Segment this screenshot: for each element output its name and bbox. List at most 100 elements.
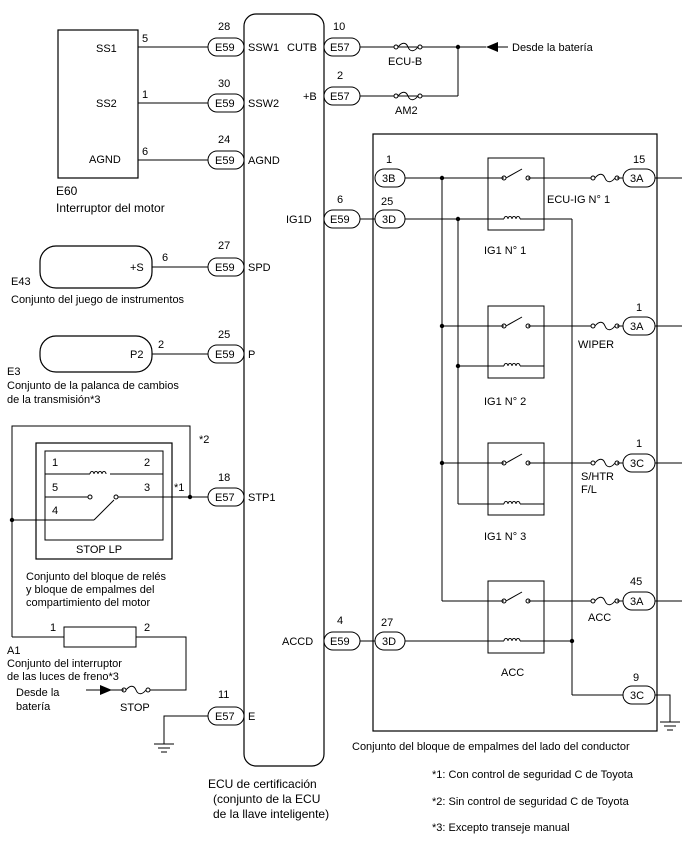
ecu-pin-agnd: 24 E59 AGND [207, 134, 280, 170]
e60-box [57, 29, 139, 179]
jb-conn-3a-1: 1 3A [622, 302, 656, 336]
ecu-pin-stp1: 18 E57 STP1 [207, 472, 276, 507]
fuse-acc: ACC [588, 612, 611, 624]
svg-text:3C: 3C [630, 458, 644, 470]
svg-text:E59: E59 [215, 349, 235, 361]
svg-text:1: 1 [636, 302, 642, 314]
svg-text:25: 25 [218, 329, 230, 341]
svg-text:E57: E57 [215, 492, 235, 504]
e60-pin-ss2: SS2 [96, 98, 117, 110]
svg-text:AGND: AGND [248, 155, 280, 167]
a1-pin-2: 2 [144, 622, 150, 634]
svg-text:CUTB: CUTB [287, 42, 317, 54]
e43-pin: +S [130, 262, 144, 274]
svg-text:3D: 3D [382, 636, 396, 648]
e60-pinnum-6: 6 [142, 146, 148, 158]
e60-pinnum-5: 5 [142, 33, 148, 45]
note-2: *2: Sin control de seguridad C de Toyota [432, 796, 630, 808]
svg-text:27: 27 [218, 240, 230, 252]
a1-box [63, 626, 137, 648]
svg-text:1: 1 [386, 154, 392, 166]
a1-pin-1: 1 [50, 622, 56, 634]
svg-text:E59: E59 [330, 214, 350, 226]
ecu-label-2: (conjunto de la ECU [213, 792, 320, 806]
svg-text:E57: E57 [330, 91, 350, 103]
svg-text:1: 1 [636, 438, 642, 450]
battery-arrow [486, 42, 498, 52]
svg-text:E59: E59 [215, 98, 235, 110]
ecu-pin-cutb: 10 E57 CUTB [287, 21, 361, 57]
jb-conn-3a-45: 45 3A [622, 576, 656, 611]
e3-pin-num: 2 [158, 339, 164, 351]
e60-pin-agnd: AGND [89, 154, 121, 166]
svg-text:10: 10 [333, 21, 345, 33]
svg-text:IG1D: IG1D [286, 214, 312, 226]
stop-lp-pin-5: 5 [52, 482, 58, 494]
ecu-body [243, 13, 325, 767]
e3-code: E3 [7, 366, 20, 378]
e43-name: Conjunto del juego de instrumentos [11, 294, 185, 306]
relay-ig1-2-label: IG1 N° 2 [484, 396, 526, 408]
svg-text:E57: E57 [215, 711, 235, 723]
svg-text:3A: 3A [630, 321, 644, 333]
fuse-ecu-ig: ECU-IG N° 1 [547, 194, 610, 206]
relay-acc [487, 580, 545, 654]
svg-text:E: E [248, 711, 255, 723]
stop-lp-pin-2: 2 [144, 457, 150, 469]
stop-lp-pin-1: 1 [52, 457, 58, 469]
relay-ig1-3-label: IG1 N° 3 [484, 531, 526, 543]
ecu-label-1: ECU de certificación [208, 777, 317, 791]
ecu-pin-ssw2: 30 E59 SSW2 [207, 78, 279, 113]
ecu-pin-accd: 4 E59 ACCD [282, 615, 361, 651]
relay-ig1-1-label: IG1 N° 1 [484, 245, 526, 257]
e60-pinnum-1: 1 [142, 89, 148, 101]
stop-lp-assembly-3: compartimiento del motor [26, 597, 150, 609]
stop-lp-assembly-1: Conjunto del bloque de relés [26, 571, 167, 583]
a1-name-1: Conjunto del interruptor [7, 658, 122, 670]
svg-text:3D: 3D [382, 214, 396, 226]
svg-text:3A: 3A [630, 596, 644, 608]
svg-text:6: 6 [337, 194, 343, 206]
svg-text:P: P [248, 349, 255, 361]
stop-lp-assembly-2: y bloque de empalmes del [26, 584, 154, 596]
svg-text:3B: 3B [382, 173, 395, 185]
stop-lp-pin-3: 3 [144, 482, 150, 494]
fuse-ecu-b: ECU-B [388, 56, 422, 68]
e43-pin-num: 6 [162, 252, 168, 264]
svg-text:SSW2: SSW2 [248, 98, 279, 110]
ecu-pin-ig1d: 6 E59 IG1D [286, 194, 361, 229]
svg-text:25: 25 [381, 196, 393, 208]
e60-name: Interruptor del motor [56, 201, 165, 215]
junction-block-name: Conjunto del bloque de empalmes del lado… [352, 741, 630, 753]
svg-text:45: 45 [630, 576, 642, 588]
note-3: *3: Excepto transeje manual [432, 822, 570, 834]
svg-text:27: 27 [381, 617, 393, 629]
e60-code: E60 [56, 184, 78, 198]
svg-text:9: 9 [633, 672, 639, 684]
svg-text:E59: E59 [215, 262, 235, 274]
svg-text:28: 28 [218, 21, 230, 33]
svg-text:2: 2 [337, 70, 343, 82]
svg-text:SPD: SPD [248, 262, 271, 274]
svg-text:ACCD: ACCD [282, 636, 313, 648]
fuse-am2: AM2 [395, 105, 418, 117]
battery-stop-label-1: Desde la [16, 687, 60, 699]
stop-battery-arrow [100, 685, 112, 695]
ecu-pin-plus-b: 2 E57 +B [303, 70, 361, 106]
svg-text:E59: E59 [215, 42, 235, 54]
jb-conn-3c-1: 1 3C [622, 438, 656, 473]
e3-name-2: de la transmisión*3 [7, 394, 101, 406]
mark-n2: *2 [199, 434, 209, 446]
a1-name-2: de las luces de freno*3 [7, 671, 119, 683]
svg-text:18: 18 [218, 472, 230, 484]
jb-conn-3d-27: 27 3D [374, 617, 406, 651]
svg-text:3A: 3A [630, 173, 644, 185]
svg-text:E57: E57 [330, 42, 350, 54]
svg-text:4: 4 [337, 615, 343, 627]
relay-acc-label: ACC [501, 667, 524, 679]
svg-text:STP1: STP1 [248, 492, 276, 504]
svg-text:SSW1: SSW1 [248, 42, 279, 54]
battery-main-label: Desde la batería [512, 42, 594, 54]
relay-ig1-2 [487, 305, 545, 379]
